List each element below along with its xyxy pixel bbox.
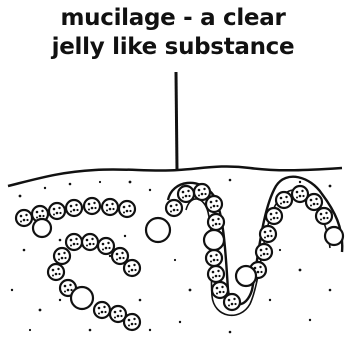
heterocyst [204,230,224,250]
heterocyst [71,287,93,309]
pointer-line [176,72,177,170]
filament-upper [16,198,135,237]
filament-lower [48,218,170,330]
heterocyst [146,218,170,242]
heterocyst [33,219,51,237]
heterocyst [325,227,343,245]
heterocyst [236,266,256,286]
